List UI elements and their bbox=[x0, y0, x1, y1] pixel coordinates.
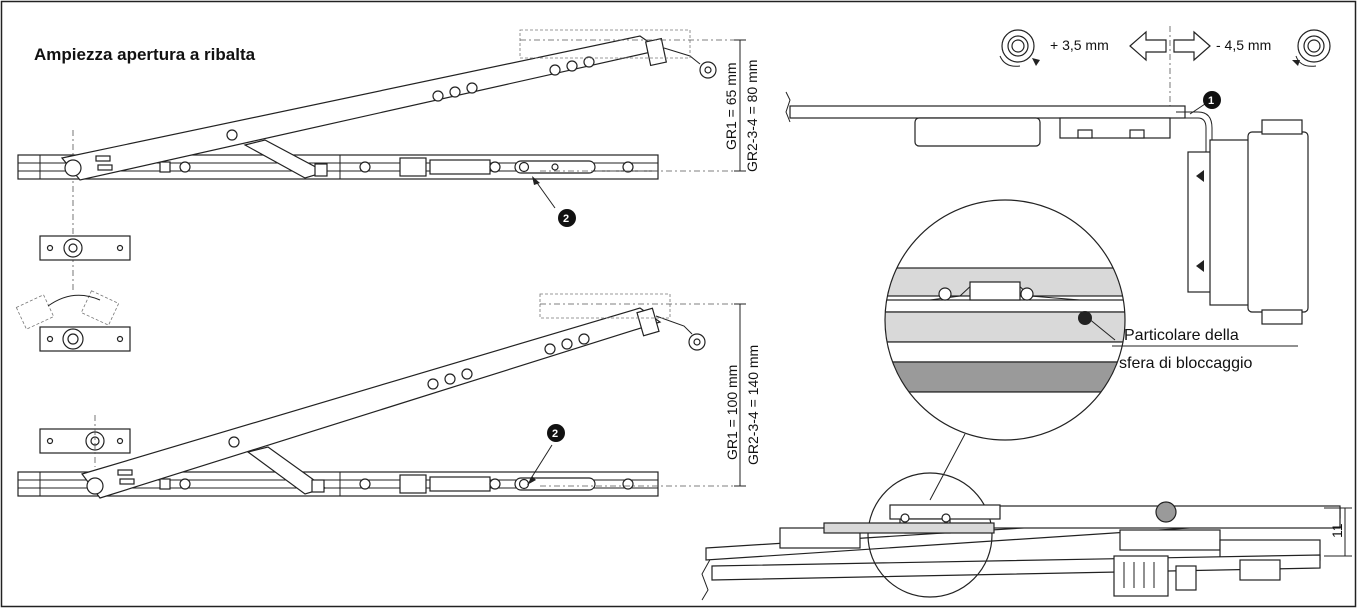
bottom-dim-gr234: GR2-3-4 = 140 mm bbox=[745, 345, 761, 465]
callout-number-1: 1 bbox=[1208, 95, 1214, 107]
page-title: Ampiezza apertura a ribalta bbox=[34, 45, 256, 64]
callout-number-2-bottom: 2 bbox=[552, 428, 558, 440]
detail-circle-outline bbox=[884, 199, 1126, 441]
bottom-stay-assembly: GR1 = 100 mm GR2-3-4 = 140 mm 2 bbox=[17, 293, 761, 499]
adjustment-indicator: + 3,5 mm - 4,5 mm bbox=[999, 26, 1331, 112]
detail-label-line2: sfera di bloccaggio bbox=[1119, 355, 1253, 372]
adjust-plus-label: + 3,5 mm bbox=[1050, 37, 1109, 53]
adjust-minus-label: - 4,5 mm bbox=[1216, 37, 1271, 53]
plate-3 bbox=[39, 428, 131, 454]
callout-badge-2-bottom bbox=[547, 424, 565, 442]
bottom-link-arm bbox=[246, 446, 327, 495]
top-dim-gr1: GR1 = 65 mm bbox=[723, 62, 739, 150]
callout-badge-2-top bbox=[558, 209, 576, 227]
bottom-section-view: 11 bbox=[701, 472, 1352, 601]
arrow-left-icon bbox=[1129, 30, 1167, 62]
top-stay-assembly: GR1 = 65 mm GR2-3-4 = 80 mm 2 bbox=[17, 29, 760, 290]
detail-source-circle bbox=[867, 472, 993, 598]
sash-profile bbox=[789, 105, 1186, 119]
plate-2 bbox=[39, 326, 131, 352]
top-section-view: 1 bbox=[785, 91, 1309, 325]
bottom-main-arm bbox=[81, 307, 662, 499]
detail-label-line1: Particolare della bbox=[1124, 327, 1239, 344]
plate-1 bbox=[39, 235, 131, 261]
callout-number-2-top: 2 bbox=[563, 213, 569, 225]
height-dimension-11: 11 bbox=[1329, 523, 1345, 538]
connector-block bbox=[1113, 555, 1169, 597]
top-dim-gr234: GR2-3-4 = 80 mm bbox=[744, 60, 760, 172]
adjustment-plates bbox=[15, 235, 131, 467]
callout-badge-1 bbox=[1203, 91, 1221, 109]
bottom-dim-gr1: GR1 = 100 mm bbox=[724, 365, 740, 460]
arrow-right-icon bbox=[1173, 30, 1211, 62]
